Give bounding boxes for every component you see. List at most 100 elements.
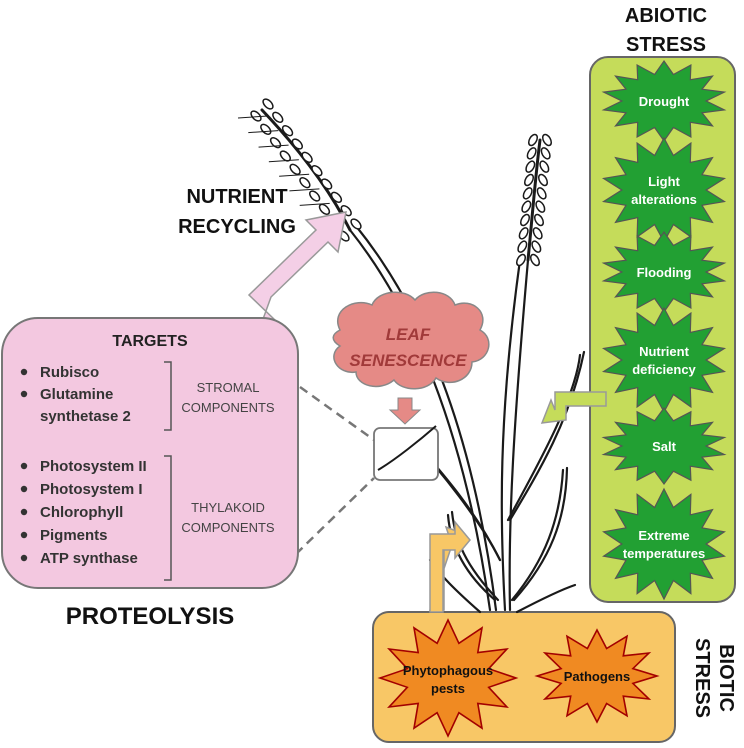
abiotic-stress-5: Extreme temperatures	[602, 487, 726, 601]
target-item: Photosystem II	[40, 458, 147, 475]
wheat-grain	[281, 125, 294, 137]
target-item: synthetase 2	[40, 408, 131, 425]
target-item: Chlorophyll	[40, 504, 123, 521]
stromal-group-line1: STROMAL	[197, 380, 260, 395]
bullet-icon	[20, 390, 28, 398]
wheat-grain	[260, 123, 272, 135]
target-item: Photosystem I	[40, 481, 143, 498]
bullet-icon	[20, 554, 28, 562]
wheat-grain	[309, 190, 321, 202]
abiotic-stress-label: Extreme	[638, 528, 689, 543]
abiotic-stress-label-line2: alterations	[631, 192, 697, 207]
target-item: ATP synthase	[40, 550, 138, 567]
wheat-grain	[517, 240, 528, 253]
thylakoid-group-line1: THYLAKOID	[191, 500, 265, 515]
wheat-grain	[515, 253, 527, 267]
wheat-awn	[299, 202, 330, 206]
wheat-grain	[330, 191, 343, 203]
nutrient-recycling-line1: NUTRIENT	[186, 186, 287, 208]
wheat-grain	[301, 151, 313, 163]
wheat-grain	[525, 160, 536, 173]
wheat-grain	[541, 133, 553, 147]
abiotic-title-line1: ABIOTIC	[625, 5, 707, 27]
proteolysis-label: PROTEOLYSIS	[66, 603, 235, 630]
thylakoid-group-line2: COMPONENTS	[181, 520, 275, 535]
wheat-grain	[540, 147, 551, 160]
biotic-stress-label: Pathogens	[564, 669, 630, 684]
wheat-grain	[289, 163, 301, 175]
wheat-grain	[262, 98, 274, 110]
wheat-grain	[539, 160, 550, 173]
leaf-detail-box	[373, 427, 439, 481]
target-item: Glutamine	[40, 386, 113, 403]
wheat-grain	[250, 110, 262, 122]
wheat-grain	[269, 137, 282, 149]
wheat-grain	[529, 253, 541, 267]
targets-title: TARGETS	[112, 333, 188, 350]
biotic-arrow-body	[429, 519, 471, 613]
abiotic-stress-label-line2: temperatures	[623, 546, 705, 561]
wheat-awn	[248, 130, 279, 134]
target-item: Pigments	[40, 527, 108, 544]
wheat-awn	[237, 115, 269, 119]
targets-box	[1, 317, 299, 589]
abiotic-arrow	[540, 391, 607, 424]
wheat-grain	[321, 178, 333, 190]
wheat-grain	[299, 177, 311, 189]
wheat-grain	[527, 133, 539, 147]
wheat-plant-icon	[260, 108, 586, 614]
abiotic-title-line2: STRESS	[626, 34, 706, 56]
wheat-grain	[519, 213, 531, 227]
biotic-stress-1: Pathogens	[534, 628, 660, 724]
biotic-title-line2: STRESS	[691, 638, 713, 718]
wheat-grain	[272, 111, 284, 123]
abiotic-stress-label: Drought	[639, 94, 690, 109]
wheat-grain	[518, 227, 529, 240]
wheat-grain	[536, 187, 547, 200]
target-item: Rubisco	[40, 364, 99, 381]
nutrient-recycling-arrow	[247, 211, 347, 335]
biotic-stress-0: Phytophagous pests	[377, 618, 519, 738]
zoom-connector-bottom	[295, 477, 375, 555]
bullet-icon	[20, 485, 28, 493]
wheat-grain	[291, 138, 303, 150]
wheat-grain	[535, 200, 546, 213]
abiotic-stress-2: Flooding	[601, 230, 727, 314]
wheat-grain	[350, 218, 362, 230]
stromal-bracket	[164, 361, 172, 431]
wheat-grain	[537, 173, 549, 187]
biotic-star-shape	[377, 618, 519, 738]
leaf-detail-icon	[377, 425, 437, 471]
wheat-awn	[279, 173, 310, 177]
leaf-senescence-cloud	[332, 291, 490, 390]
abiotic-stress-label: Salt	[652, 439, 677, 454]
abiotic-stress-label: Nutrient	[639, 344, 690, 359]
wheat-grain	[521, 200, 532, 213]
abiotic-star-shape	[601, 406, 727, 486]
bullet-icon	[20, 462, 28, 470]
biotic-stress-label-line2: pests	[431, 681, 465, 696]
wheat-grain	[531, 240, 542, 253]
wheat-awn	[289, 188, 320, 192]
nutrient-recycling-line2: RECYCLING	[178, 216, 296, 238]
wheat-awn	[258, 144, 289, 148]
biotic-title-line1: BIOTIC	[715, 644, 737, 712]
bullet-icon	[20, 508, 28, 516]
abiotic-star-shape	[602, 487, 726, 601]
thylakoid-bracket	[164, 455, 172, 581]
bullet-icon	[20, 368, 28, 376]
bullet-icon	[20, 531, 28, 539]
abiotic-stress-label-line2: deficiency	[632, 362, 696, 377]
wheat-awn	[268, 159, 299, 163]
stromal-group-line2: COMPONENTS	[181, 400, 275, 415]
abiotic-stress-3: Nutrient deficiency	[601, 306, 727, 414]
biotic-stress-label: Phytophagous	[403, 663, 493, 678]
senescence-down-arrow	[388, 397, 422, 425]
wheat-grain	[522, 187, 533, 200]
wheat-grain	[532, 227, 543, 240]
biotic-stars-group: Phytophagous pests Pathogens	[377, 618, 660, 738]
